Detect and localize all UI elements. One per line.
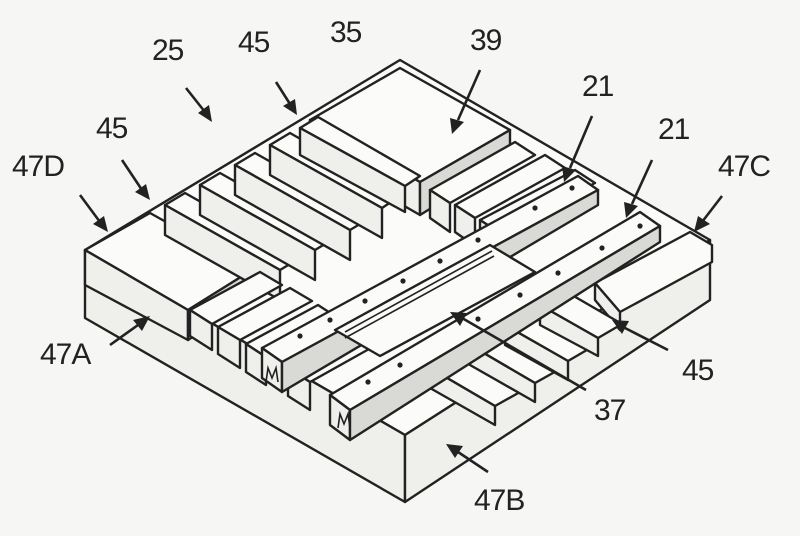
label-21-a: 21 (582, 70, 614, 103)
rail-end-marks (265, 364, 351, 429)
label-39: 39 (470, 24, 502, 57)
label-45-left: 45 (96, 112, 128, 145)
label-25: 25 (152, 34, 184, 67)
fins-lower-right (428, 289, 624, 427)
label-45-right: 45 (682, 354, 714, 387)
leader-arrows (78, 69, 724, 474)
label-37: 37 (594, 394, 626, 427)
label-47A: 47A (40, 338, 91, 371)
label-21-b: 21 (658, 113, 690, 146)
center-platform-37 (333, 243, 537, 358)
label-47C: 47C (718, 150, 771, 183)
rail-rivets (297, 185, 643, 385)
rail-21-lower (328, 210, 662, 442)
label-35: 35 (330, 16, 362, 49)
label-47B: 47B (474, 484, 525, 517)
label-45-top: 45 (238, 26, 270, 59)
label-47D: 47D (12, 150, 65, 183)
